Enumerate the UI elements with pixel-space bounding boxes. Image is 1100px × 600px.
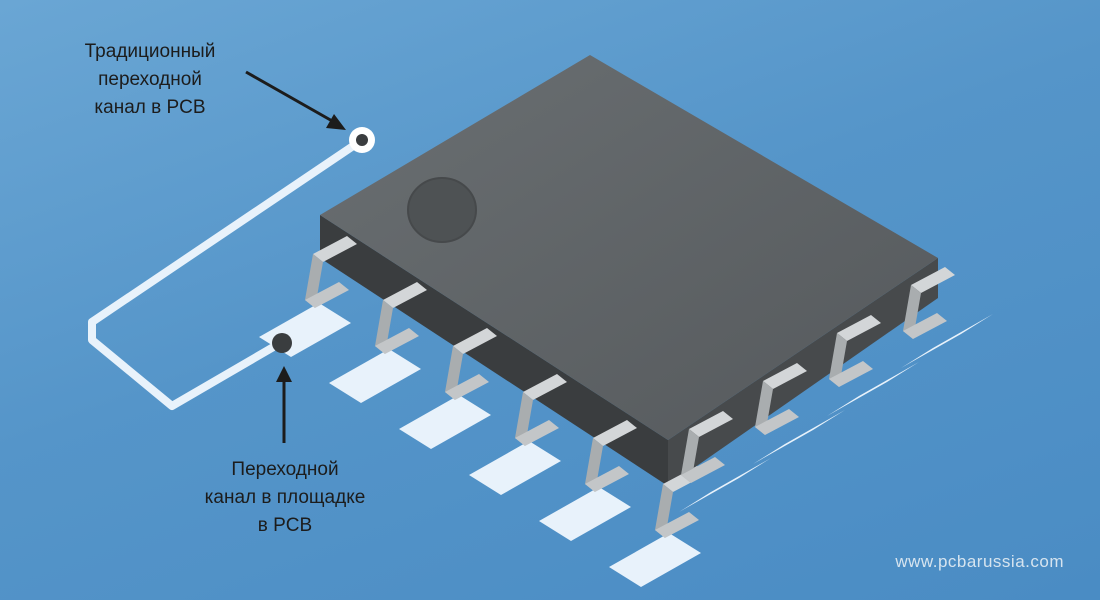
ic-lead: [305, 282, 349, 308]
ic-lead: [655, 512, 699, 538]
ic-lead: [593, 420, 637, 446]
pads-group: [259, 303, 993, 587]
pcb-trace: [88, 136, 365, 410]
pin1-marker: [407, 177, 477, 243]
copper-pad: [469, 441, 561, 495]
traditional-via-label-line: переходной: [98, 69, 202, 90]
via-in-pad-label-line: канал в площадке: [204, 487, 366, 508]
ic-lead: [453, 328, 497, 354]
ic-lead: [763, 363, 807, 389]
ic-lead: [681, 457, 725, 483]
copper-pad: [539, 487, 631, 541]
ic-lead: [515, 420, 559, 446]
ic-lead: [523, 374, 567, 400]
ic-lead: [655, 484, 673, 538]
watermark: www.pcbarussia.com: [895, 552, 1064, 571]
chip-side-left: [320, 215, 668, 486]
ic-lead: [375, 328, 419, 354]
ic-lead: [681, 429, 699, 483]
ic-lead: [837, 315, 881, 341]
ic-lead: [313, 236, 357, 262]
copper-pad: [609, 533, 701, 587]
via-in-pad-label-line: Переходной: [231, 459, 339, 480]
copper-pad: [901, 314, 993, 368]
traditional-via-hole: [356, 134, 368, 146]
ic-lead: [903, 285, 921, 339]
ic-lead: [445, 346, 463, 400]
ic-lead: [515, 392, 533, 446]
ic-lead: [305, 254, 323, 308]
ic-lead: [903, 313, 947, 339]
ic-lead: [383, 282, 427, 308]
ic-lead: [585, 466, 629, 492]
ic-lead: [911, 267, 955, 293]
copper-pad: [827, 362, 919, 416]
traditional-via-label-line: канал в PCB: [94, 97, 206, 118]
via-in-pad-hole: [272, 333, 292, 353]
traditional-via-label: Традиционный переходной канал в PCB: [60, 38, 240, 122]
arrow-to-traditional-via: [245, 70, 346, 130]
copper-pad: [753, 410, 845, 464]
via-in-pad-label-line: в PCB: [257, 515, 313, 536]
arrow-to-via-in-pad: [276, 366, 292, 443]
ic-lead: [829, 333, 847, 387]
traditional-via-label-line: Традиционный: [84, 41, 216, 62]
copper-pad: [329, 349, 421, 403]
ic-lead: [585, 438, 603, 492]
ic-lead: [445, 374, 489, 400]
ic-lead: [829, 361, 873, 387]
leads-group: [305, 236, 955, 538]
ic-lead: [755, 381, 773, 435]
via-in-pad-label: Переходной канал в площадке в PCB: [180, 456, 390, 540]
chip-top: [320, 55, 938, 440]
ic-lead: [689, 411, 733, 437]
copper-pad: [679, 458, 771, 512]
ic-lead: [375, 300, 393, 354]
ic-lead: [755, 409, 799, 435]
copper-pad: [399, 395, 491, 449]
